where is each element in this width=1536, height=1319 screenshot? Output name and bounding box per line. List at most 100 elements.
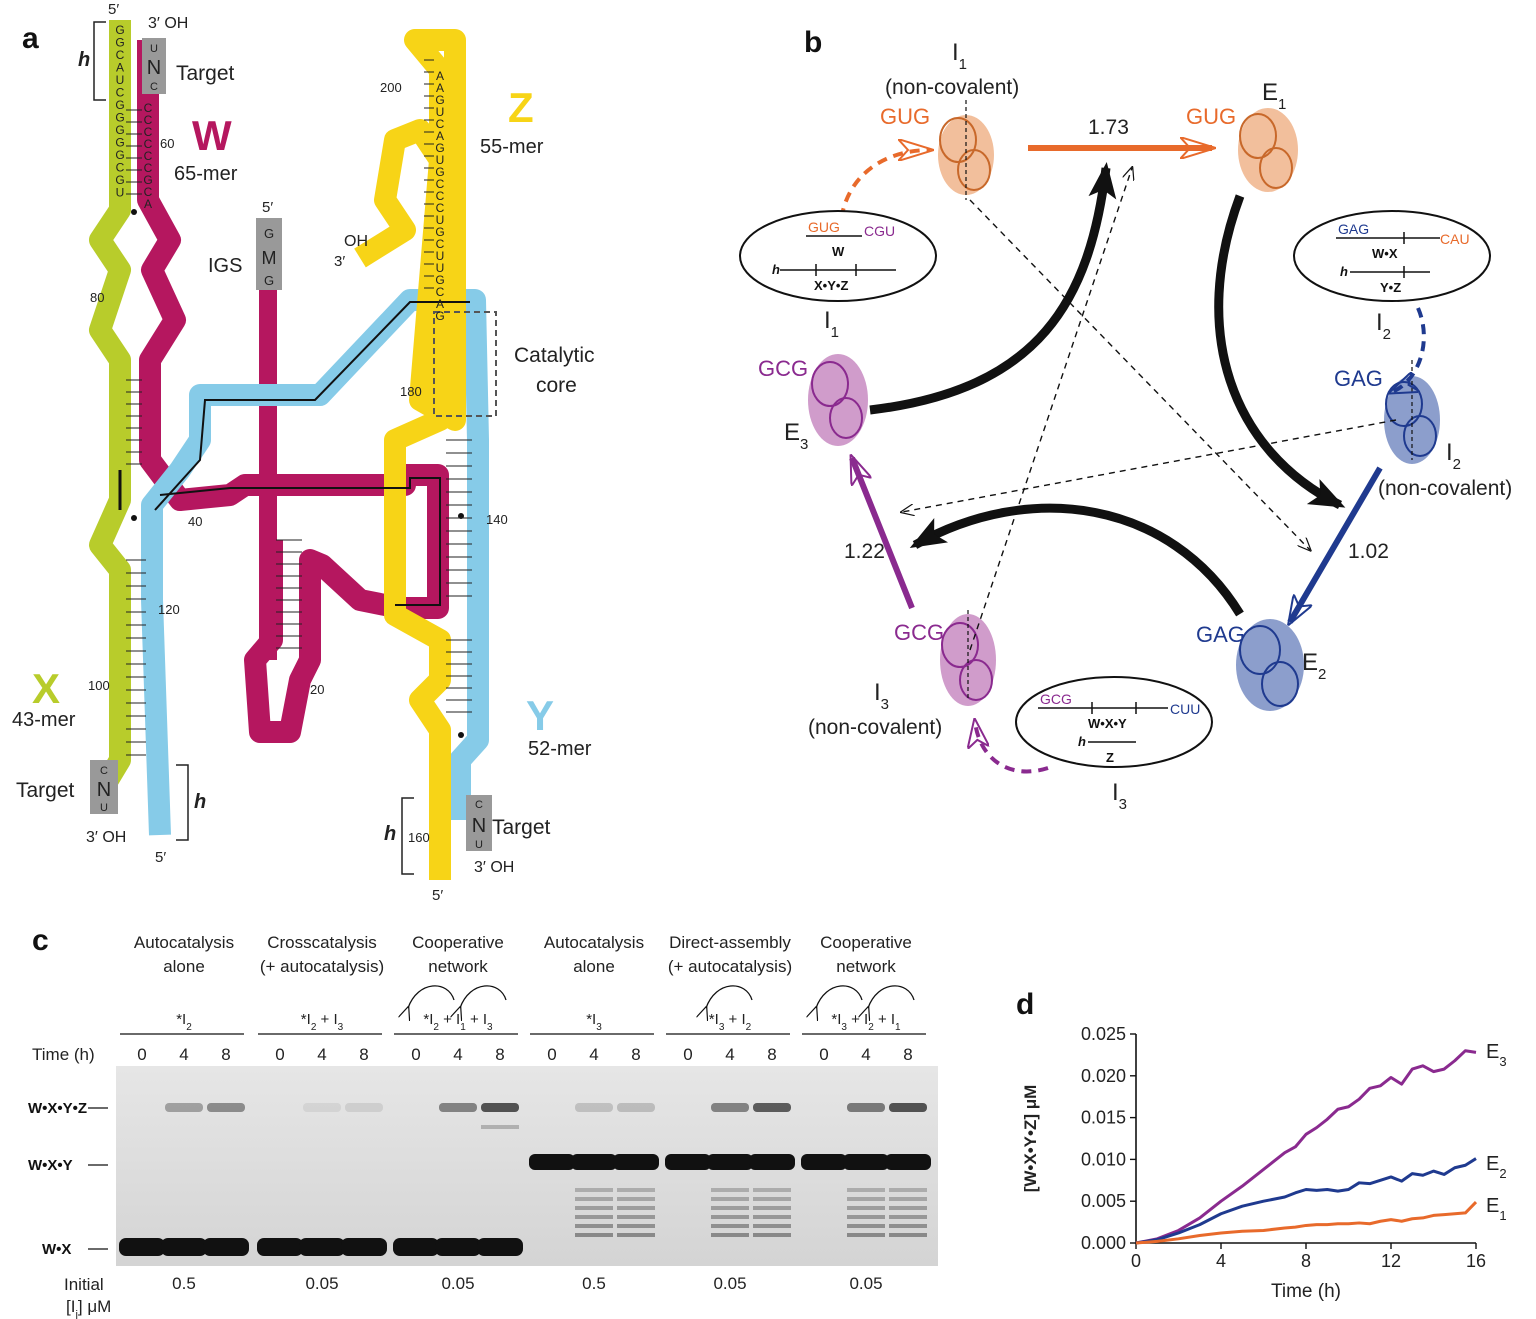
base-pair-ticks [126,59,472,756]
gel-lane-time: 4 [589,1045,598,1064]
schematic-i1: GUG CGU W h X•Y•Z I1 [739,210,937,341]
gel-loop-arrow [868,985,915,1008]
w-target-c: C [150,81,158,93]
strand-z-backbone [354,29,466,880]
h-bracket-x [93,21,106,101]
igs-label: IGS [208,255,242,277]
x-tick-label: 4 [1216,1251,1226,1271]
nt-number-20: 20 [310,682,324,697]
y-tick-label: 0.000 [1081,1233,1126,1253]
x-nt: U [116,186,125,200]
y-tick-label: 0.020 [1081,1066,1126,1086]
x-nt: G [115,23,124,37]
gel-lane-time: 4 [725,1045,734,1064]
band-degradation [617,1188,655,1192]
initial-label-1: Initial [64,1275,104,1294]
gel-initial-conc: 0.5 [582,1274,606,1293]
band-degradation [575,1233,613,1237]
gel-initial-conc: 0.5 [172,1274,196,1293]
series-label: E1 [1486,1195,1507,1223]
gel-group-subtitle: (+ autocatalysis) [260,957,384,976]
x-nt: A [116,61,124,75]
s2-left: GAG [1338,221,1369,237]
band-wxyz [481,1103,519,1112]
gel-initial-conc: 0.05 [849,1274,882,1293]
w-nt: C [144,113,153,127]
gel-condition: *I3 [586,1011,602,1033]
e2-label: E2 [1302,649,1326,683]
x-nt: G [115,111,124,125]
w-three-prime-oh: 3′ OH [148,15,188,32]
wobble-dot-4 [458,732,464,738]
band-wxy [529,1154,575,1170]
z-nt: G [435,93,444,107]
ribozyme-e3 [808,354,868,446]
strand-x-name: X [32,665,60,712]
initial-label-2: [Ij] μM [66,1297,111,1319]
band-degradation [889,1215,927,1219]
z-three-prime: 3′ [334,253,345,270]
band-degradation [753,1224,791,1228]
i3-codon: GCG [894,620,944,645]
gel-initial-conc: 0.05 [441,1274,474,1293]
z-oh: OH [344,233,368,250]
gel-lane-time: 4 [317,1045,326,1064]
catalysis-arrow-e3 [869,162,1117,415]
igs-g1: G [264,226,274,241]
gel-lane-time: 4 [179,1045,188,1064]
y-axis-label: [W•X•Y•Z] μM [1021,1085,1040,1193]
band-degradation [889,1197,927,1201]
panel-a-secondary-structure: a C N U U N C G M G C N U W [12,1,595,904]
panel-letter-a: a [22,22,39,55]
series-label: E2 [1486,1153,1507,1181]
band-degradation [889,1188,927,1192]
band-label-wxyz: W•X•Y•Z [28,1100,87,1117]
i1-top-label: I1 [952,39,967,73]
band-degradation [847,1206,885,1210]
band-wx [203,1238,249,1256]
band-wxyz [345,1103,383,1112]
band-wxyz [847,1103,885,1112]
w-nt: C [144,149,153,163]
w-nt: A [144,197,152,211]
band-degradation [711,1233,749,1237]
x-nt: G [115,98,124,112]
x-three-prime-oh: 3′ OH [86,829,126,846]
x-nt: G [115,136,124,150]
nt-number-180: 180 [400,384,422,399]
band-degradation [575,1206,613,1210]
z-nt: C [436,117,445,131]
band-degradation [575,1224,613,1228]
z-nt: C [436,177,445,191]
w-target-box [142,38,166,94]
s1-name: I1 [824,307,839,341]
e3-label: E3 [784,419,808,453]
band-degradation [617,1224,655,1228]
y-target-box [466,795,492,851]
s1-h: h [772,262,780,277]
gel-lane-time: 0 [683,1045,692,1064]
i3-note: (non-covalent) [808,716,942,739]
i2-note: (non-covalent) [1378,477,1512,500]
gel-loop-arrow [706,985,753,1008]
formation-arrow-i2 [1392,307,1426,392]
gel-lane-time: 0 [137,1045,146,1064]
s3-mid: W•X•Y [1088,716,1127,731]
cross-line-1 [969,199,1310,550]
band-degradation [711,1215,749,1219]
gel-lane-time: 0 [547,1045,556,1064]
gel-lane-time: 8 [221,1045,230,1064]
band-degradation [847,1233,885,1237]
nt-number-40: 40 [188,514,202,529]
gel-group-subtitle: alone [573,957,615,976]
schematic-i2: GAG CAU W•X h Y•Z I2 [1293,210,1491,343]
h-label-x: h [78,49,90,71]
x-tick-label: 8 [1301,1251,1311,1271]
e3-codon: GCG [758,356,808,381]
gel-lane-time: 8 [767,1045,776,1064]
i1-codon: GUG [880,104,930,129]
x-target-u: U [100,802,108,814]
band-wx [393,1238,439,1256]
x-nt: G [115,123,124,137]
